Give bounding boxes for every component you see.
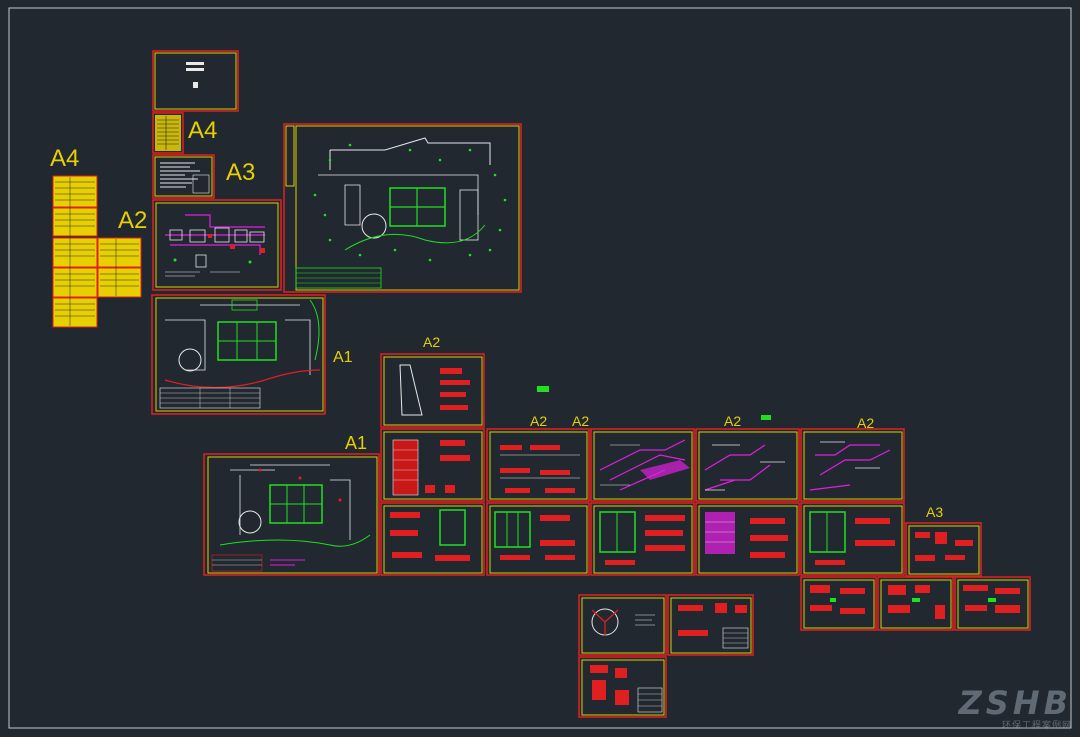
sheet-a2-detail-r3c5[interactable] [800,502,905,576]
sheet-a1-site-plan-top[interactable] [283,123,522,293]
sheet-a2-detail-bottom-1[interactable] [578,594,667,656]
sheet-a3-detail-r4c3[interactable] [954,576,1031,631]
size-label-a1-mid: A1 [333,349,353,366]
size-label-a3-right: A3 [926,504,943,520]
sheet-a2-detail-r2c5[interactable] [800,428,905,502]
sheet-a2-detail-r1c1[interactable] [380,353,485,428]
stray-block-1 [537,386,549,392]
size-label-a2-row2-3: A2 [724,413,741,429]
sheet-a3-detail-right[interactable] [905,522,982,577]
sheet-a2-detail-bottom-3[interactable] [578,656,667,718]
sheet-a4-index[interactable] [152,112,184,154]
sheet-a2-detail-r3c3[interactable] [590,502,695,576]
stray-block-2 [761,415,771,420]
sheet-a2-detail-r3c1[interactable] [380,502,485,576]
watermark-logo: ZSHB [958,684,1072,722]
watermark: ZSHB 环保工程案例网 [959,684,1072,731]
sheet-a2-detail-r3c2[interactable] [486,502,590,576]
sheet-a2-detail-r2c3[interactable] [590,428,695,502]
size-label-a2-left: A2 [118,207,147,234]
size-label-a4-left: A4 [50,145,79,172]
size-label-a1-lower: A1 [345,433,367,453]
sheet-cover[interactable] [152,50,239,112]
sheet-a2-detail-r3c4[interactable] [695,502,800,576]
sheet-a2-detail-r2c1[interactable] [380,428,485,502]
sheet-a4-tables[interactable] [52,175,142,328]
viewport-border [8,7,1072,729]
sheet-a2-detail-bottom-2[interactable] [667,594,754,656]
sheet-a3-detail-r4c1[interactable] [800,576,877,631]
sheet-a1-site-plan-lower[interactable] [203,453,380,576]
sheet-a1-site-plan-mid[interactable] [151,294,326,415]
size-label-a2-row1: A2 [423,334,440,350]
sheet-a2-process-flow[interactable] [152,199,282,291]
size-label-a4-top: A4 [188,117,217,144]
watermark-subtitle: 环保工程案例网 [1001,721,1072,731]
size-label-a2-row2-1: A2 [530,413,547,429]
size-label-a2-row2-4: A2 [857,415,874,431]
size-label-a2-row2-2: A2 [572,413,589,429]
sheet-a2-detail-r2c4[interactable] [695,428,800,502]
size-label-a3-top: A3 [226,159,255,186]
sheet-a2-detail-r2c2[interactable] [486,428,590,502]
sheet-a3-detail-r4c2[interactable] [877,576,954,631]
sheet-a3-notes[interactable] [152,154,215,199]
